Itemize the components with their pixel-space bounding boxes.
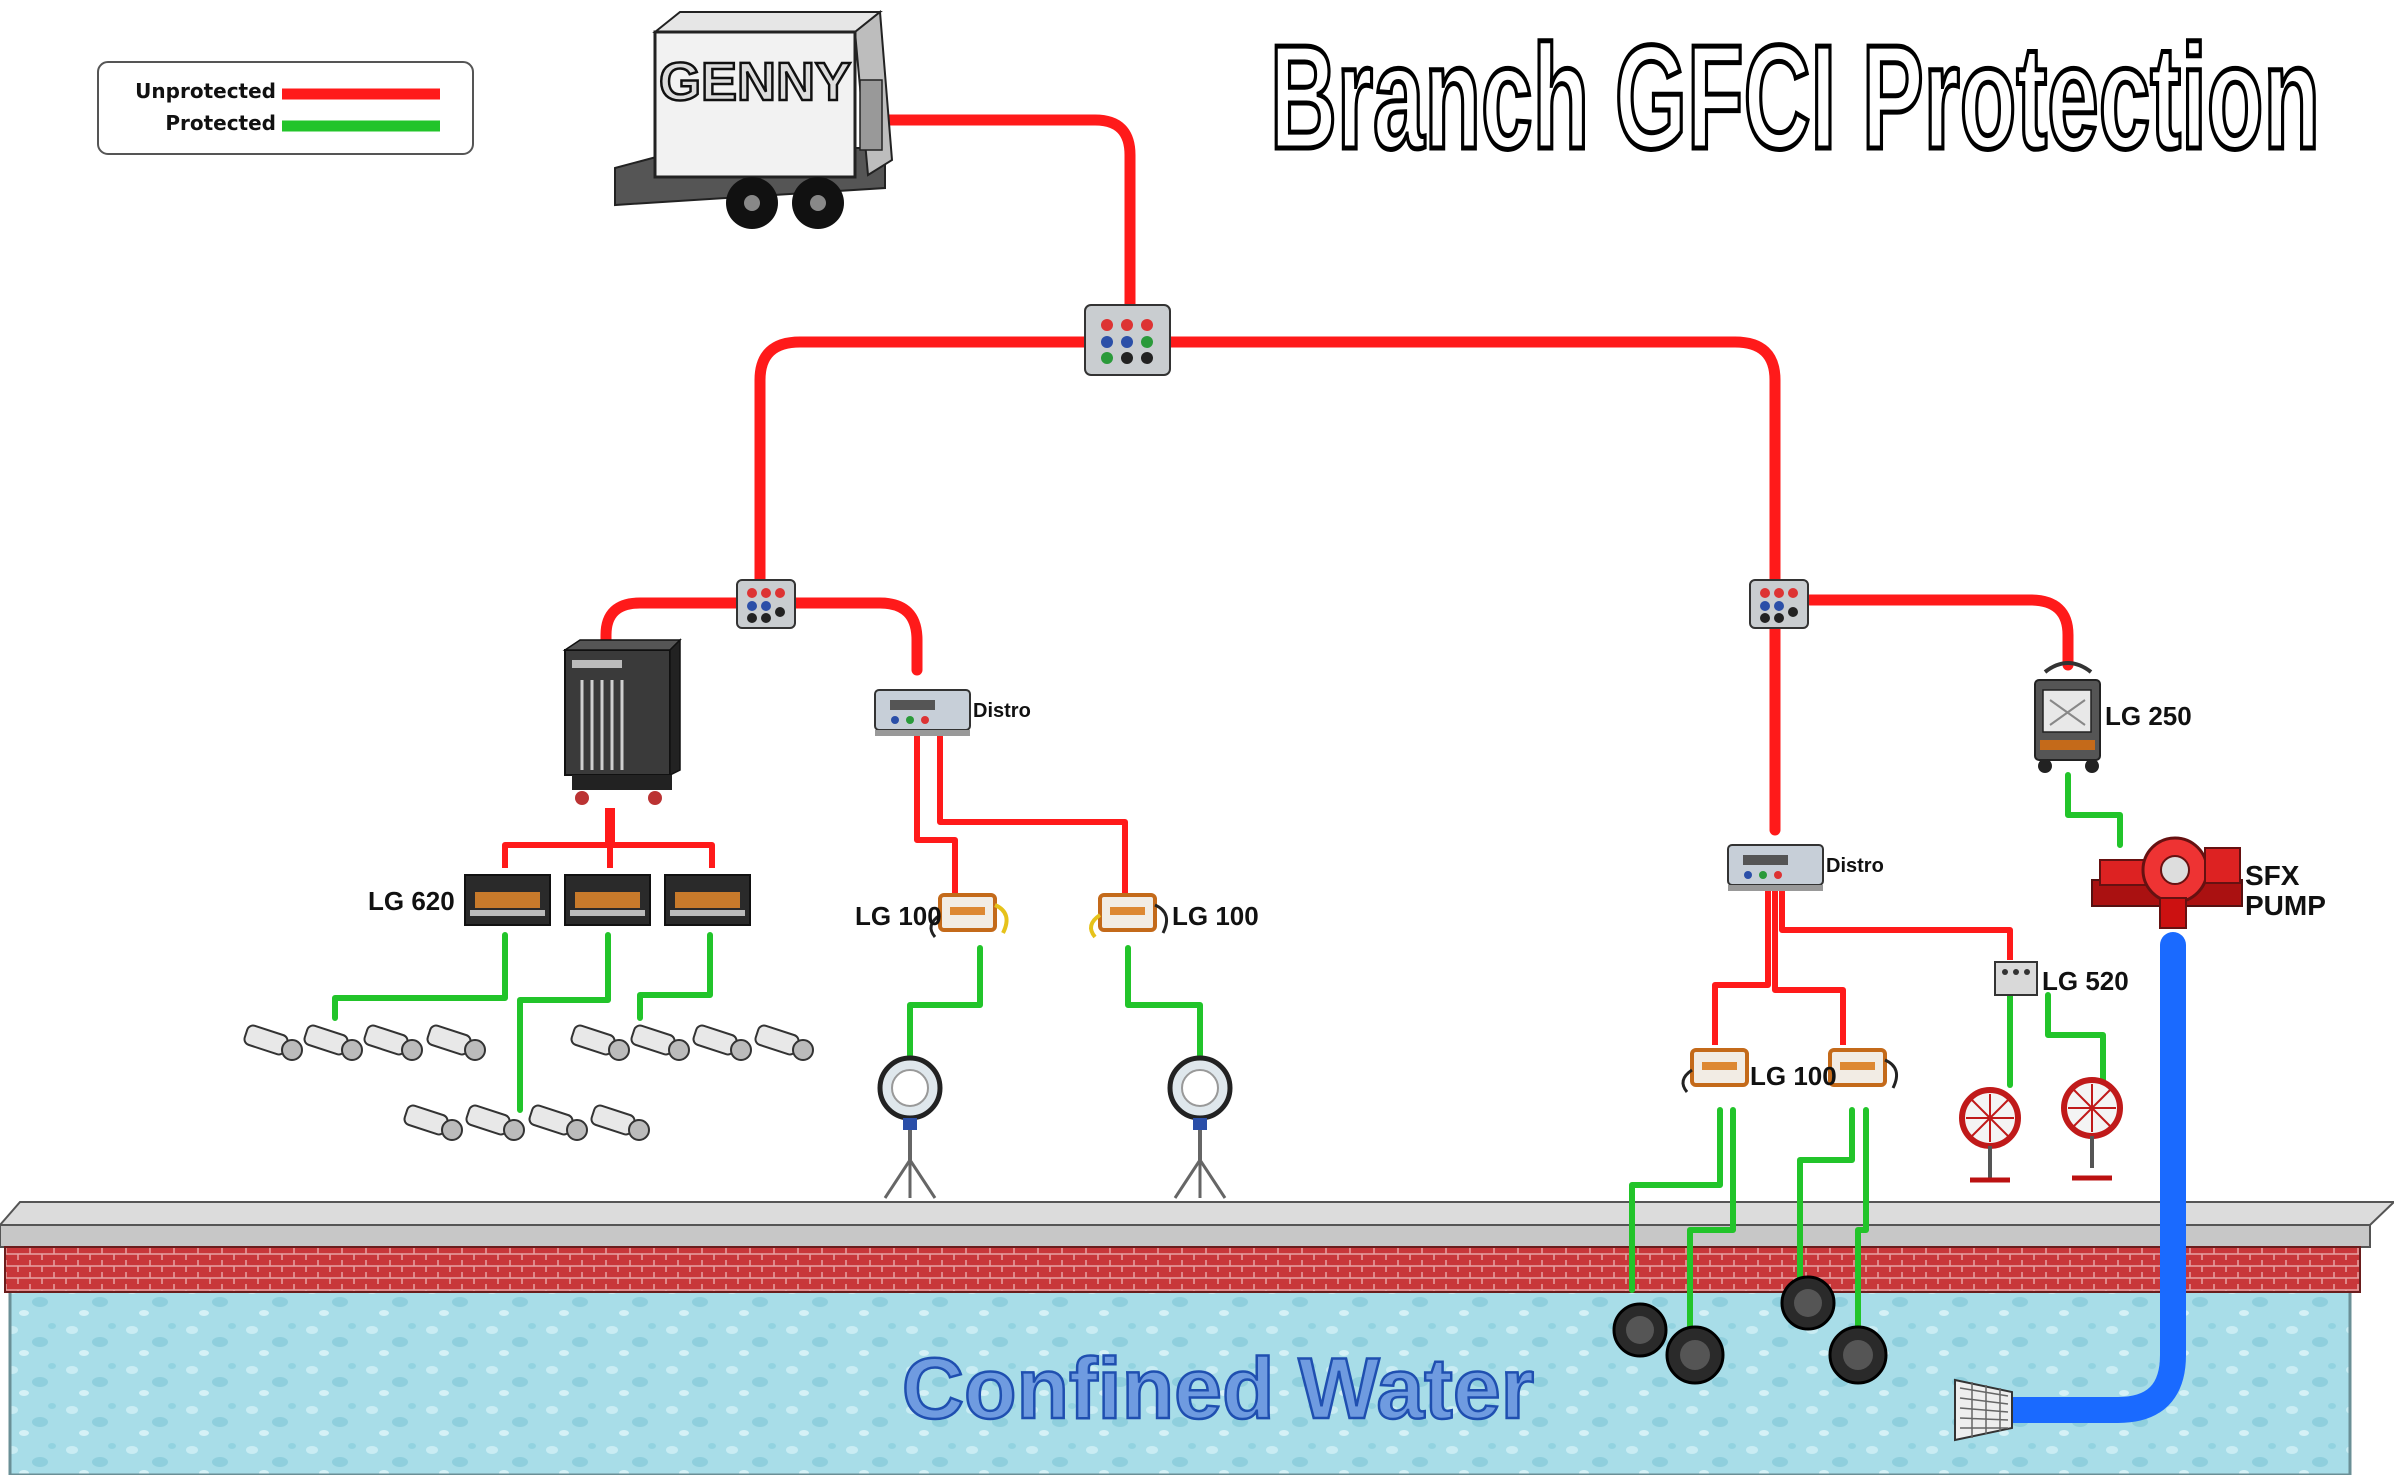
unprotected-wires [600,114,2074,836]
par-can [528,1104,588,1141]
par-can [590,1104,650,1141]
label-distro-right: Distro [1826,855,1884,877]
distro-left [874,689,971,736]
label-lg620: LG 620 [368,886,455,916]
label-lg520: LG 520 [2042,966,2129,996]
generator: GENNY [614,10,894,229]
lg100-unit-b [1089,893,1169,939]
par-can [754,1024,814,1061]
legend-box [97,61,474,155]
par-can [363,1024,423,1061]
lg620-unit-1 [464,874,551,926]
label-lg100-a: LG 100 [855,901,942,931]
legend-protected-label: Protected [165,111,276,135]
distro-right [1727,844,1824,891]
label-sfx-line1: SFX [2245,860,2300,891]
underwater-light [1828,1325,1888,1385]
lg620-unit-2 [564,874,651,926]
underwater-light [1780,1275,1836,1331]
par-can [692,1024,752,1061]
fan-left [1959,1087,2021,1183]
par-can [426,1024,486,1061]
pool-ledge [0,1201,2394,1226]
label-distro-left: Distro [973,700,1031,722]
par-can [630,1024,690,1061]
pool: Confined Water [0,1201,2394,1475]
dimmer-rack [562,638,682,805]
spider-box-right [1749,579,1809,629]
label-sfx-line2: PUMP [2245,890,2326,921]
intake-strainer [1954,1378,2013,1442]
par-can [403,1104,463,1141]
lg100-unit-a [929,893,1009,938]
underwater-light [1665,1325,1725,1385]
protected-wires [332,772,2123,1343]
spider-box-left [736,579,796,629]
par-can [465,1104,525,1141]
legend: Unprotected Protected [97,61,474,155]
par-can [570,1024,630,1061]
hmi-light-right [1167,1055,1233,1199]
lg100-unit-d [1828,1048,1899,1089]
sfx-pump [2091,836,2243,929]
par-can-fixtures [243,1024,814,1141]
fan-right [2061,1077,2123,1181]
underwater-light [1612,1302,1668,1358]
legend-unprotected-label: Unprotected [135,79,276,103]
label-lg100-b: LG 100 [1172,901,1259,931]
par-can [243,1024,303,1061]
lg620-unit-3 [664,874,751,926]
underwater-lights [1612,1275,1888,1385]
brick-wall [4,1246,2361,1293]
lg250-unit [2034,661,2101,773]
diagram-title: Branch GFCI Protection [1270,15,2320,180]
label-lg100-c: LG 100 [1750,1061,1837,1091]
pump-hose [1999,932,2186,1423]
pool-ledge-front [0,1224,2371,1248]
genny-label: GENNY [659,52,851,112]
spider-box-main [1084,304,1171,376]
water-label: Confined Water [902,1341,1534,1437]
par-can [303,1024,363,1061]
label-lg250: LG 250 [2105,701,2192,731]
lg100-unit-c [1681,1048,1749,1093]
hmi-light-left [877,1055,943,1199]
lg520-unit [1994,961,2038,996]
unprotected-thin-wires [502,730,2013,1045]
